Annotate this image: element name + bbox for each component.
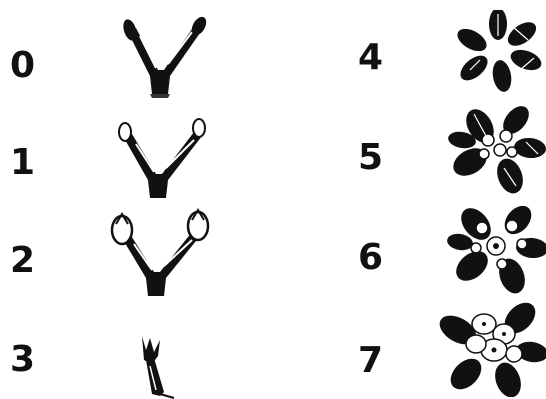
- dormant-bud-branch-icon: [110, 14, 220, 100]
- stage-number-7: 7: [358, 343, 383, 379]
- stage-number-0: 0: [10, 48, 35, 84]
- stage-number-3: 3: [10, 342, 35, 378]
- stage-number-5: 5: [358, 140, 383, 176]
- full-bloom-flower-icon: [436, 300, 546, 397]
- stage-number-6: 6: [358, 240, 383, 276]
- tight-cluster-leaves-icon: [450, 10, 546, 92]
- silver-tip-branch-icon: [110, 116, 220, 202]
- green-tip-branch-icon: [106, 208, 216, 300]
- stage-number-2: 2: [10, 243, 35, 279]
- stage-number-1: 1: [10, 145, 35, 181]
- half-inch-green-twig-icon: [124, 334, 184, 399]
- pink-cluster-leaves-icon: [446, 104, 546, 198]
- king-bloom-flower-icon: [446, 204, 546, 296]
- stage-number-4: 4: [358, 40, 383, 76]
